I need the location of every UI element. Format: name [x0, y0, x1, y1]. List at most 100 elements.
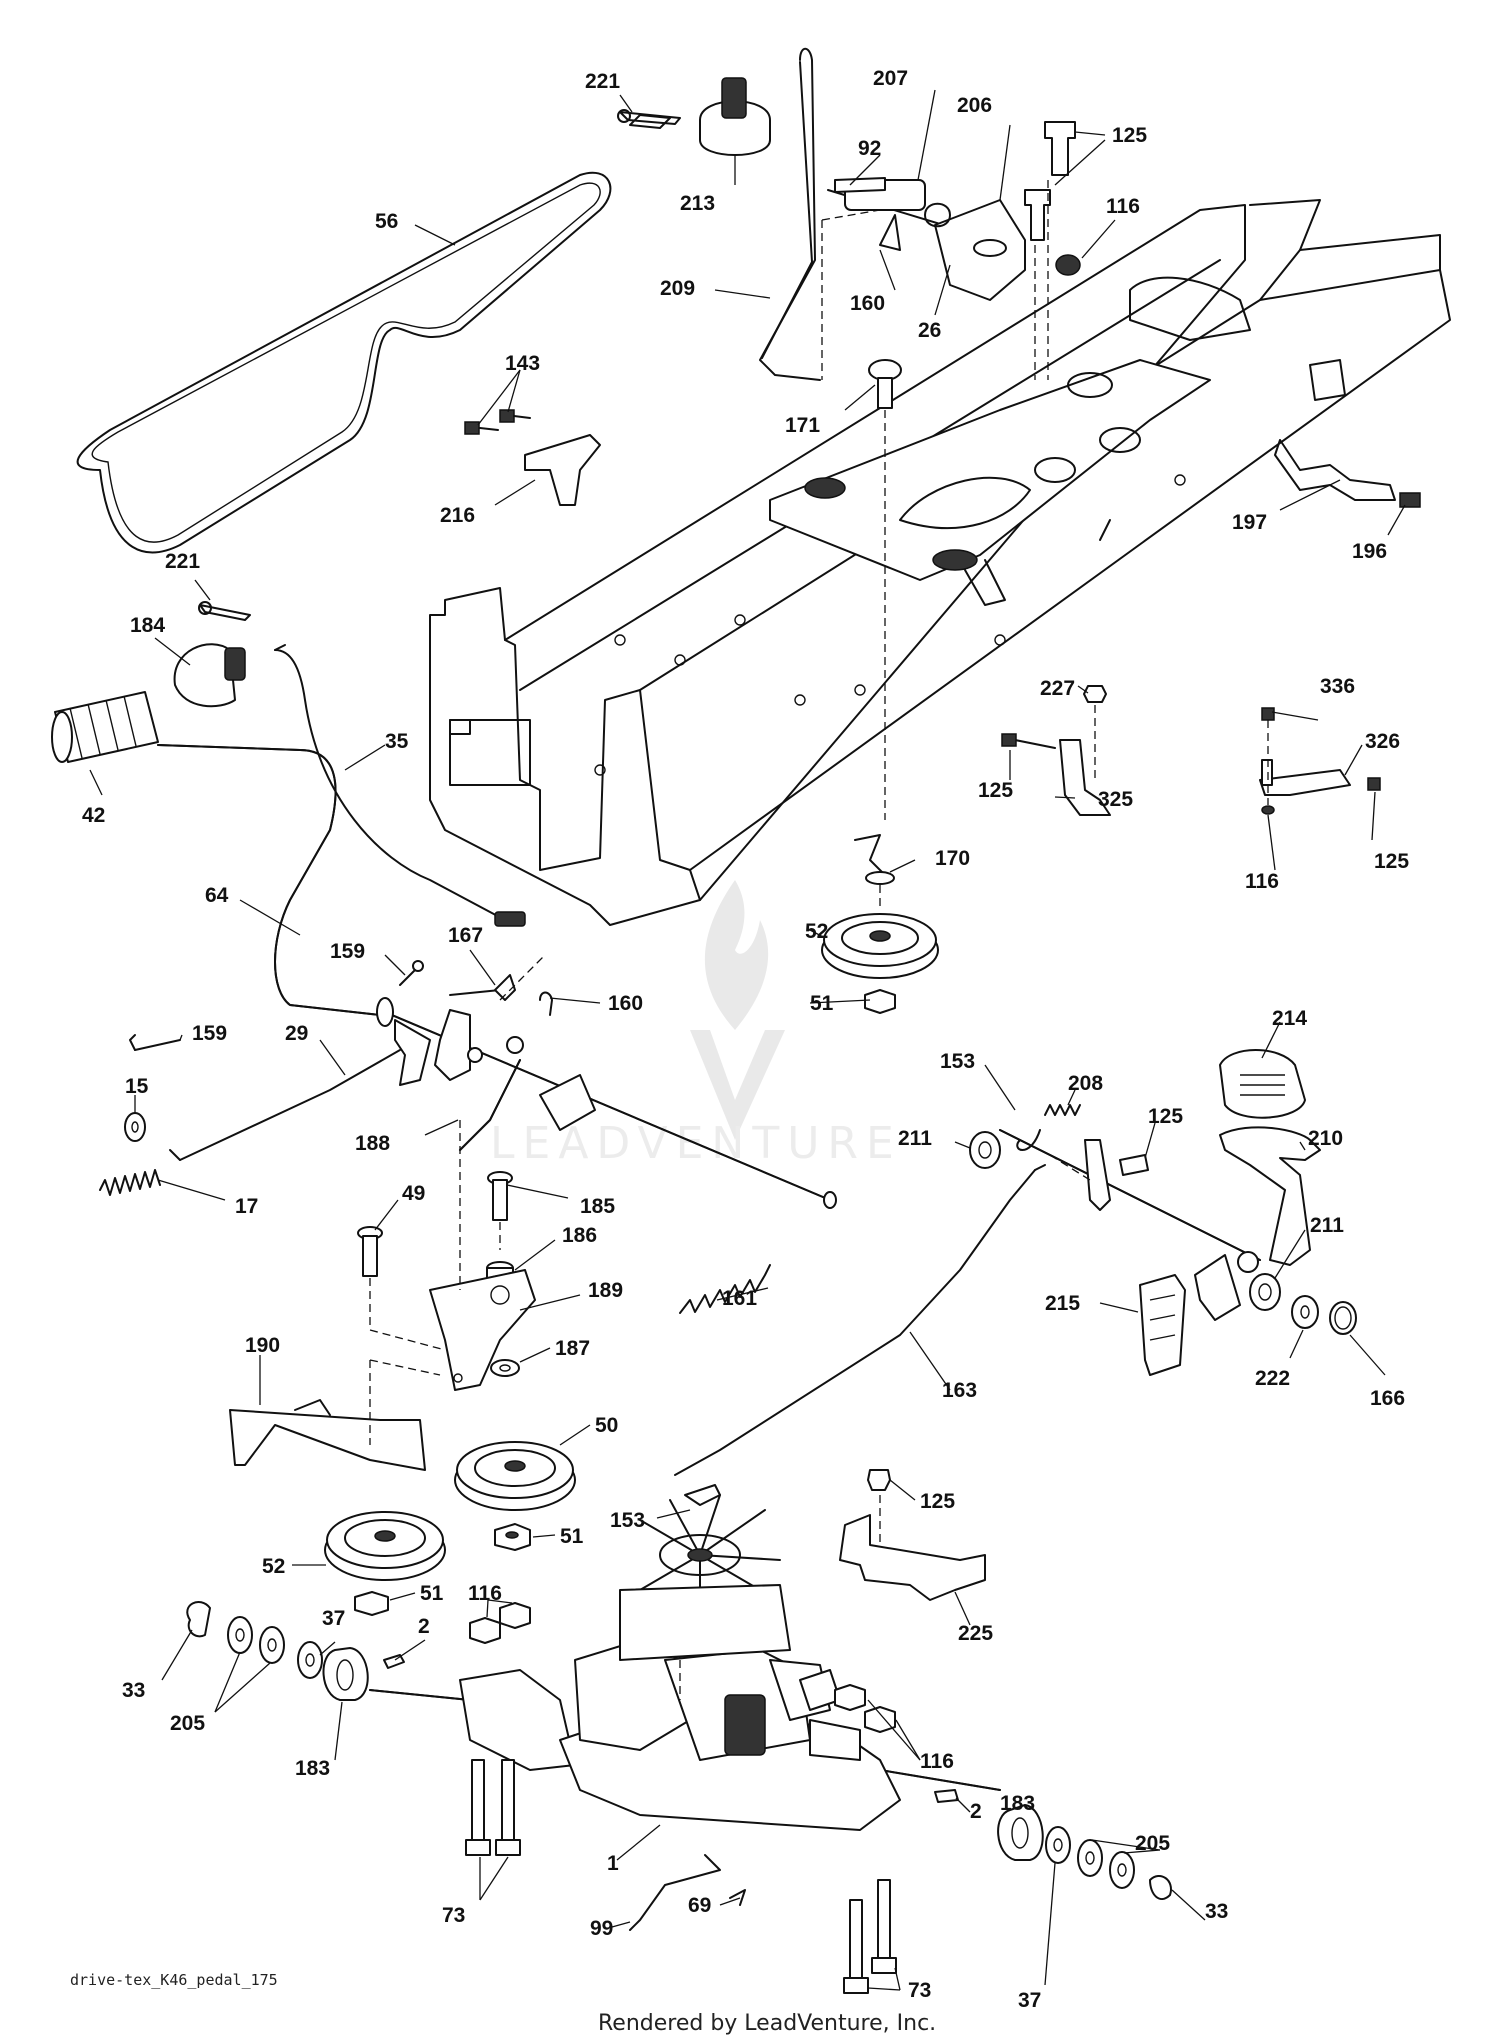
- bracket-190: [229, 1359, 441, 1471]
- part-label-64: 64: [205, 884, 229, 907]
- part-label-325: 325: [1098, 788, 1133, 811]
- part-label-216: 216: [440, 504, 475, 527]
- part-label-125: 125: [1112, 124, 1147, 147]
- cotter-pin-221-top: [617, 109, 681, 125]
- bolts-73-right: [843, 1879, 897, 1994]
- nut-51-center: [494, 1523, 531, 1551]
- part-label-170: 170: [935, 847, 970, 870]
- part-label-125-c: 125: [1374, 850, 1409, 873]
- part-label-206: 206: [957, 94, 992, 117]
- shaft-assembly: [376, 997, 837, 1209]
- watermark-logo: [690, 880, 785, 1140]
- part-label-33-b: 33: [1205, 1900, 1228, 1923]
- part-label-205: 205: [170, 1712, 205, 1735]
- bolt-125-pedal: [1119, 1154, 1149, 1176]
- part-label-190: 190: [245, 1334, 280, 1357]
- pedal-arm-210: [1219, 1126, 1321, 1266]
- pulley-52-lower: [324, 1511, 446, 1581]
- part-label-184: 184: [130, 614, 165, 637]
- part-label-50: 50: [595, 1414, 618, 1437]
- part-label-15: 15: [125, 1075, 149, 1098]
- part-label-186: 186: [562, 1224, 597, 1247]
- part-label-52-b: 52: [262, 1555, 285, 1578]
- part-label-183: 183: [295, 1757, 330, 1780]
- rod-99: [629, 1854, 746, 1931]
- part-label-125-d: 125: [1148, 1105, 1183, 1128]
- part-label-37-b: 37: [1018, 1989, 1041, 2012]
- part-label-99: 99: [590, 1917, 613, 1940]
- bracket-326: [1259, 707, 1381, 815]
- part-label-51-c: 51: [420, 1582, 444, 1605]
- part-label-116-c: 116: [468, 1582, 502, 1605]
- washer-15: [124, 1112, 146, 1142]
- pin-159-left: [129, 1034, 181, 1051]
- lever-64: [157, 744, 381, 1016]
- part-label-225: 225: [958, 1622, 993, 1645]
- part-label-167: 167: [448, 924, 483, 947]
- part-label-166: 166: [1370, 1387, 1405, 1410]
- bolt-171: [868, 359, 902, 820]
- part-label-211: 211: [898, 1127, 932, 1150]
- part-label-42: 42: [82, 804, 105, 827]
- part-label-116-d: 116: [920, 1750, 954, 1773]
- bolt-125-lower: [867, 1469, 891, 1545]
- part-label-49: 49: [402, 1182, 425, 1205]
- part-label-26: 26: [918, 319, 941, 342]
- rod-29: [169, 1049, 401, 1161]
- part-label-163: 163: [942, 1379, 977, 1402]
- part-label-187: 187: [555, 1337, 590, 1360]
- pedal-pad-214: [1219, 1049, 1306, 1119]
- bracket-197: [1274, 439, 1421, 508]
- part-label-35: 35: [385, 730, 409, 753]
- pedal-pad-215: [1139, 1274, 1186, 1376]
- bushing-211-lower: [1249, 1273, 1281, 1311]
- part-label-125-b: 125: [978, 779, 1013, 802]
- part-label-153: 153: [940, 1050, 975, 1073]
- knob-184: [173, 643, 246, 708]
- pulley-52-upper: [821, 834, 939, 979]
- part-label-171: 171: [785, 414, 820, 437]
- leader-lines: [89, 89, 1406, 1991]
- bolt-227: [1083, 685, 1107, 780]
- part-label-51-b: 51: [560, 1525, 584, 1548]
- part-label-29: 29: [285, 1022, 308, 1045]
- part-label-221: 221: [585, 70, 620, 93]
- part-label-188: 188: [355, 1132, 390, 1155]
- part-label-214: 214: [1272, 1007, 1307, 1030]
- nut-116-transaxle-right: [834, 1684, 896, 1733]
- part-label-153-b: 153: [610, 1509, 645, 1532]
- nut-116-transaxle-left: [469, 1602, 531, 1644]
- part-label-213: 213: [680, 192, 715, 215]
- part-label-221-mid: 221: [165, 550, 200, 573]
- part-label-211-b: 211: [1310, 1214, 1344, 1237]
- part-label-207: 207: [873, 67, 908, 90]
- part-label-183-b: 183: [1000, 1792, 1035, 1815]
- part-label-336: 336: [1320, 675, 1355, 698]
- part-label-116-b: 116: [1245, 870, 1279, 893]
- part-label-2-b: 2: [970, 1800, 982, 1823]
- part-labels: 221 213 207 206 125 92 116 56 209 160 26…: [82, 67, 1409, 2012]
- spring-17: [99, 1169, 161, 1196]
- part-label-37: 37: [322, 1607, 345, 1630]
- nut-51-lower: [354, 1591, 389, 1616]
- part-label-33: 33: [122, 1679, 145, 1702]
- rod-163: [674, 1164, 1046, 1476]
- transaxle-1: [369, 1494, 1001, 1831]
- bolts-73-left: [465, 1759, 521, 1856]
- part-label-227: 227: [1040, 677, 1075, 700]
- part-label-209: 209: [660, 277, 695, 300]
- diagram-caption: drive-tex_K46_pedal_175: [70, 1971, 278, 1989]
- part-label-125-e: 125: [920, 1490, 955, 1513]
- washer-166: [1329, 1301, 1357, 1335]
- render-credit: Rendered by LeadVenture, Inc.: [598, 2011, 936, 2036]
- part-label-92: 92: [858, 137, 881, 160]
- part-label-159-b: 159: [192, 1022, 227, 1045]
- bushing-211-upper: [969, 1131, 1001, 1169]
- part-label-56: 56: [375, 210, 398, 233]
- axle-hardware-left: [186, 1601, 405, 1701]
- pedal-shaft: [999, 1129, 1261, 1321]
- part-label-197: 197: [1232, 511, 1267, 534]
- part-label-222: 222: [1255, 1367, 1290, 1390]
- part-label-1: 1: [607, 1852, 619, 1875]
